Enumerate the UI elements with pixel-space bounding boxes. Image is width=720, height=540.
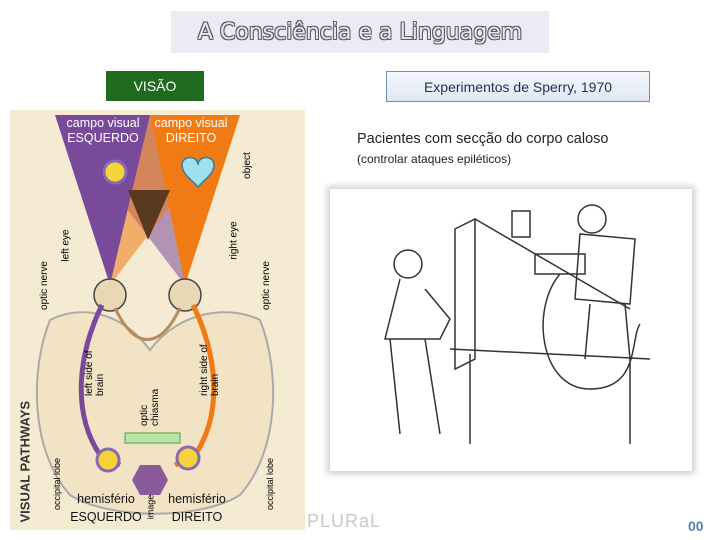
visual-pathways-diagram: campo visual ESQUERDO campo visual DIREI… bbox=[10, 110, 305, 530]
right-hemi-line2: DIREITO bbox=[157, 508, 237, 526]
left-field-line1: campo visual bbox=[62, 116, 144, 131]
flower-right-hemi bbox=[177, 447, 199, 469]
right-field-line2: DIREITO bbox=[150, 131, 232, 146]
image-label: image bbox=[145, 495, 155, 520]
occipital-right-label: occipital lobe bbox=[265, 440, 275, 510]
visao-label: VISÃO bbox=[106, 71, 204, 101]
left-hemi-line2: ESQUERDO bbox=[66, 508, 146, 526]
experiment-drawing bbox=[330, 189, 692, 471]
left-field-line2: ESQUERDO bbox=[62, 131, 144, 146]
object-label: object bbox=[242, 152, 253, 179]
sperry-experiments-box: Experimentos de Sperry, 1970 bbox=[386, 71, 650, 102]
flower-left-field bbox=[104, 161, 126, 183]
page-number: 00 bbox=[688, 518, 704, 534]
left-hemi-line1: hemisfério bbox=[66, 490, 146, 508]
right-side-brain-label: right side of brain bbox=[199, 336, 221, 396]
optic-chiasma-label: optic chiasma bbox=[139, 366, 161, 426]
visual-pathways-label: VISUAL PATHWAYS bbox=[18, 383, 33, 523]
plural-watermark: PLURaL bbox=[307, 511, 381, 532]
sperry-experiment-illustration bbox=[330, 189, 692, 471]
patients-text: Pacientes com secção do corpo caloso bbox=[357, 131, 608, 147]
left-field-label: campo visual ESQUERDO bbox=[62, 116, 144, 146]
right-hemi-line1: hemisfério bbox=[157, 490, 237, 508]
right-hemisphere-label: hemisfério DIREITO bbox=[157, 490, 237, 526]
right-field-line1: campo visual bbox=[150, 116, 232, 131]
right-eye-label: right eye bbox=[229, 221, 240, 259]
callosum-arrow bbox=[125, 433, 180, 443]
left-eye-label: left eye bbox=[61, 229, 72, 261]
optic-nerve-left-label: optic nerve bbox=[39, 261, 50, 310]
left-side-brain-label: left side of brain bbox=[84, 336, 106, 396]
optic-nerve-right-label: optic nerve bbox=[261, 261, 272, 310]
left-hemisphere-label: hemisfério ESQUERDO bbox=[66, 490, 146, 526]
epilepsy-text: (controlar ataques epiléticos) bbox=[357, 152, 511, 166]
occipital-left-label: occipital lobe bbox=[52, 440, 62, 510]
page-title: A Consciência e a Linguagem bbox=[171, 11, 549, 53]
flower-left-hemi bbox=[97, 449, 119, 471]
right-field-label: campo visual DIREITO bbox=[150, 116, 232, 146]
